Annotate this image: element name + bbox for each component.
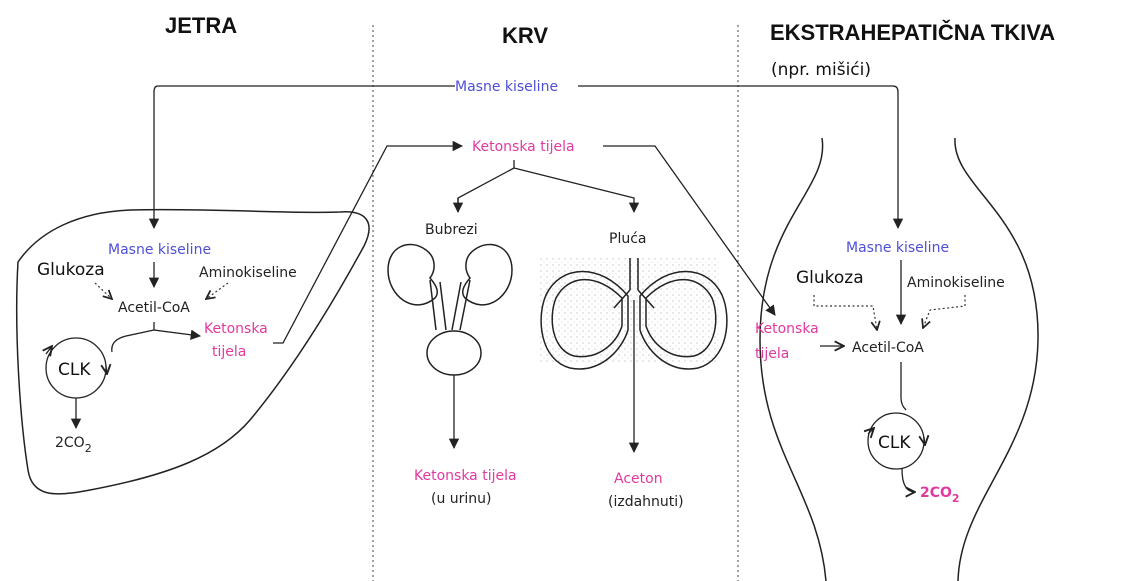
kidneys-label: Bubrezi	[425, 222, 478, 238]
liver-co2-label: 2CO2	[55, 435, 92, 455]
header-extrahepatic: EKSTRAHEPATIČNA TKIVA	[770, 20, 1055, 45]
liver-co2-prefix: 2CO	[55, 435, 85, 451]
tissue-ketone-label-2: tijela	[755, 346, 789, 362]
tissue-amino-arrow	[923, 295, 965, 328]
liver-co2-subscript: 2	[85, 442, 92, 455]
tissue-outline-right	[955, 138, 1038, 581]
split-arrow-right	[514, 168, 634, 212]
tissue-co2-label: 2CO2	[920, 485, 960, 505]
liver-acetyl-coa-label: Acetil-CoA	[118, 300, 190, 316]
tissue-amino-acids-label: Aminokiseline	[907, 275, 1005, 291]
tissue-glucose-arrow	[814, 295, 877, 330]
fatty-acids-top-label: Masne kiseline	[455, 79, 558, 95]
urine-note-label: (u urinu)	[431, 491, 492, 507]
acetone-label: Aceton	[614, 471, 663, 487]
liver-glucose-label: Glukoza	[37, 260, 105, 280]
liver-cycle-tick-left	[46, 346, 52, 354]
urine-ketone-label: Ketonska tijela	[414, 468, 517, 484]
tissue-co2-prefix: 2CO	[920, 485, 952, 501]
liver-fatty-acids-label: Masne kiseline	[108, 242, 211, 258]
acetone-note-label: (izdahnuti)	[608, 494, 684, 510]
tissue-ketone-label-1: Ketonska	[755, 321, 819, 337]
tissue-acetyl-to-cycle-path	[901, 362, 906, 410]
tissue-acetyl-coa-label: Acetil-CoA	[852, 340, 924, 356]
liver-amino-acids-label: Aminokiseline	[199, 265, 297, 281]
split-arrows	[458, 160, 514, 212]
tissue-cycle-label: CLK	[878, 433, 911, 453]
header-extrahepatic-sub: (npr. mišići)	[771, 60, 871, 80]
liver-ketone-label-2: tijela	[212, 344, 246, 360]
header-blood: KRV	[502, 23, 548, 48]
liver-acetyl-to-cycle-path	[112, 330, 154, 352]
liver-glucose-arrow	[95, 283, 112, 299]
tissue-fatty-acids-label: Masne kiseline	[846, 240, 949, 256]
header-liver: JETRA	[165, 13, 237, 38]
lungs-label: Pluća	[609, 231, 646, 247]
liver-ketone-label-1: Ketonska	[204, 321, 268, 337]
liver-amino-arrow	[206, 283, 228, 299]
fatty-acids-top-path	[154, 86, 455, 228]
liver-cycle-label: CLK	[58, 360, 91, 380]
tissue-cycle-to-co2-arrow	[902, 469, 915, 492]
liver-acetyl-to-ketone-arrow	[154, 322, 200, 336]
tissue-co2-subscript: 2	[952, 492, 960, 505]
tissue-glucose-label: Glukoza	[796, 268, 864, 288]
ketone-bodies-top-label: Ketonska tijela	[472, 139, 575, 155]
kidneys-illustration	[388, 244, 512, 375]
